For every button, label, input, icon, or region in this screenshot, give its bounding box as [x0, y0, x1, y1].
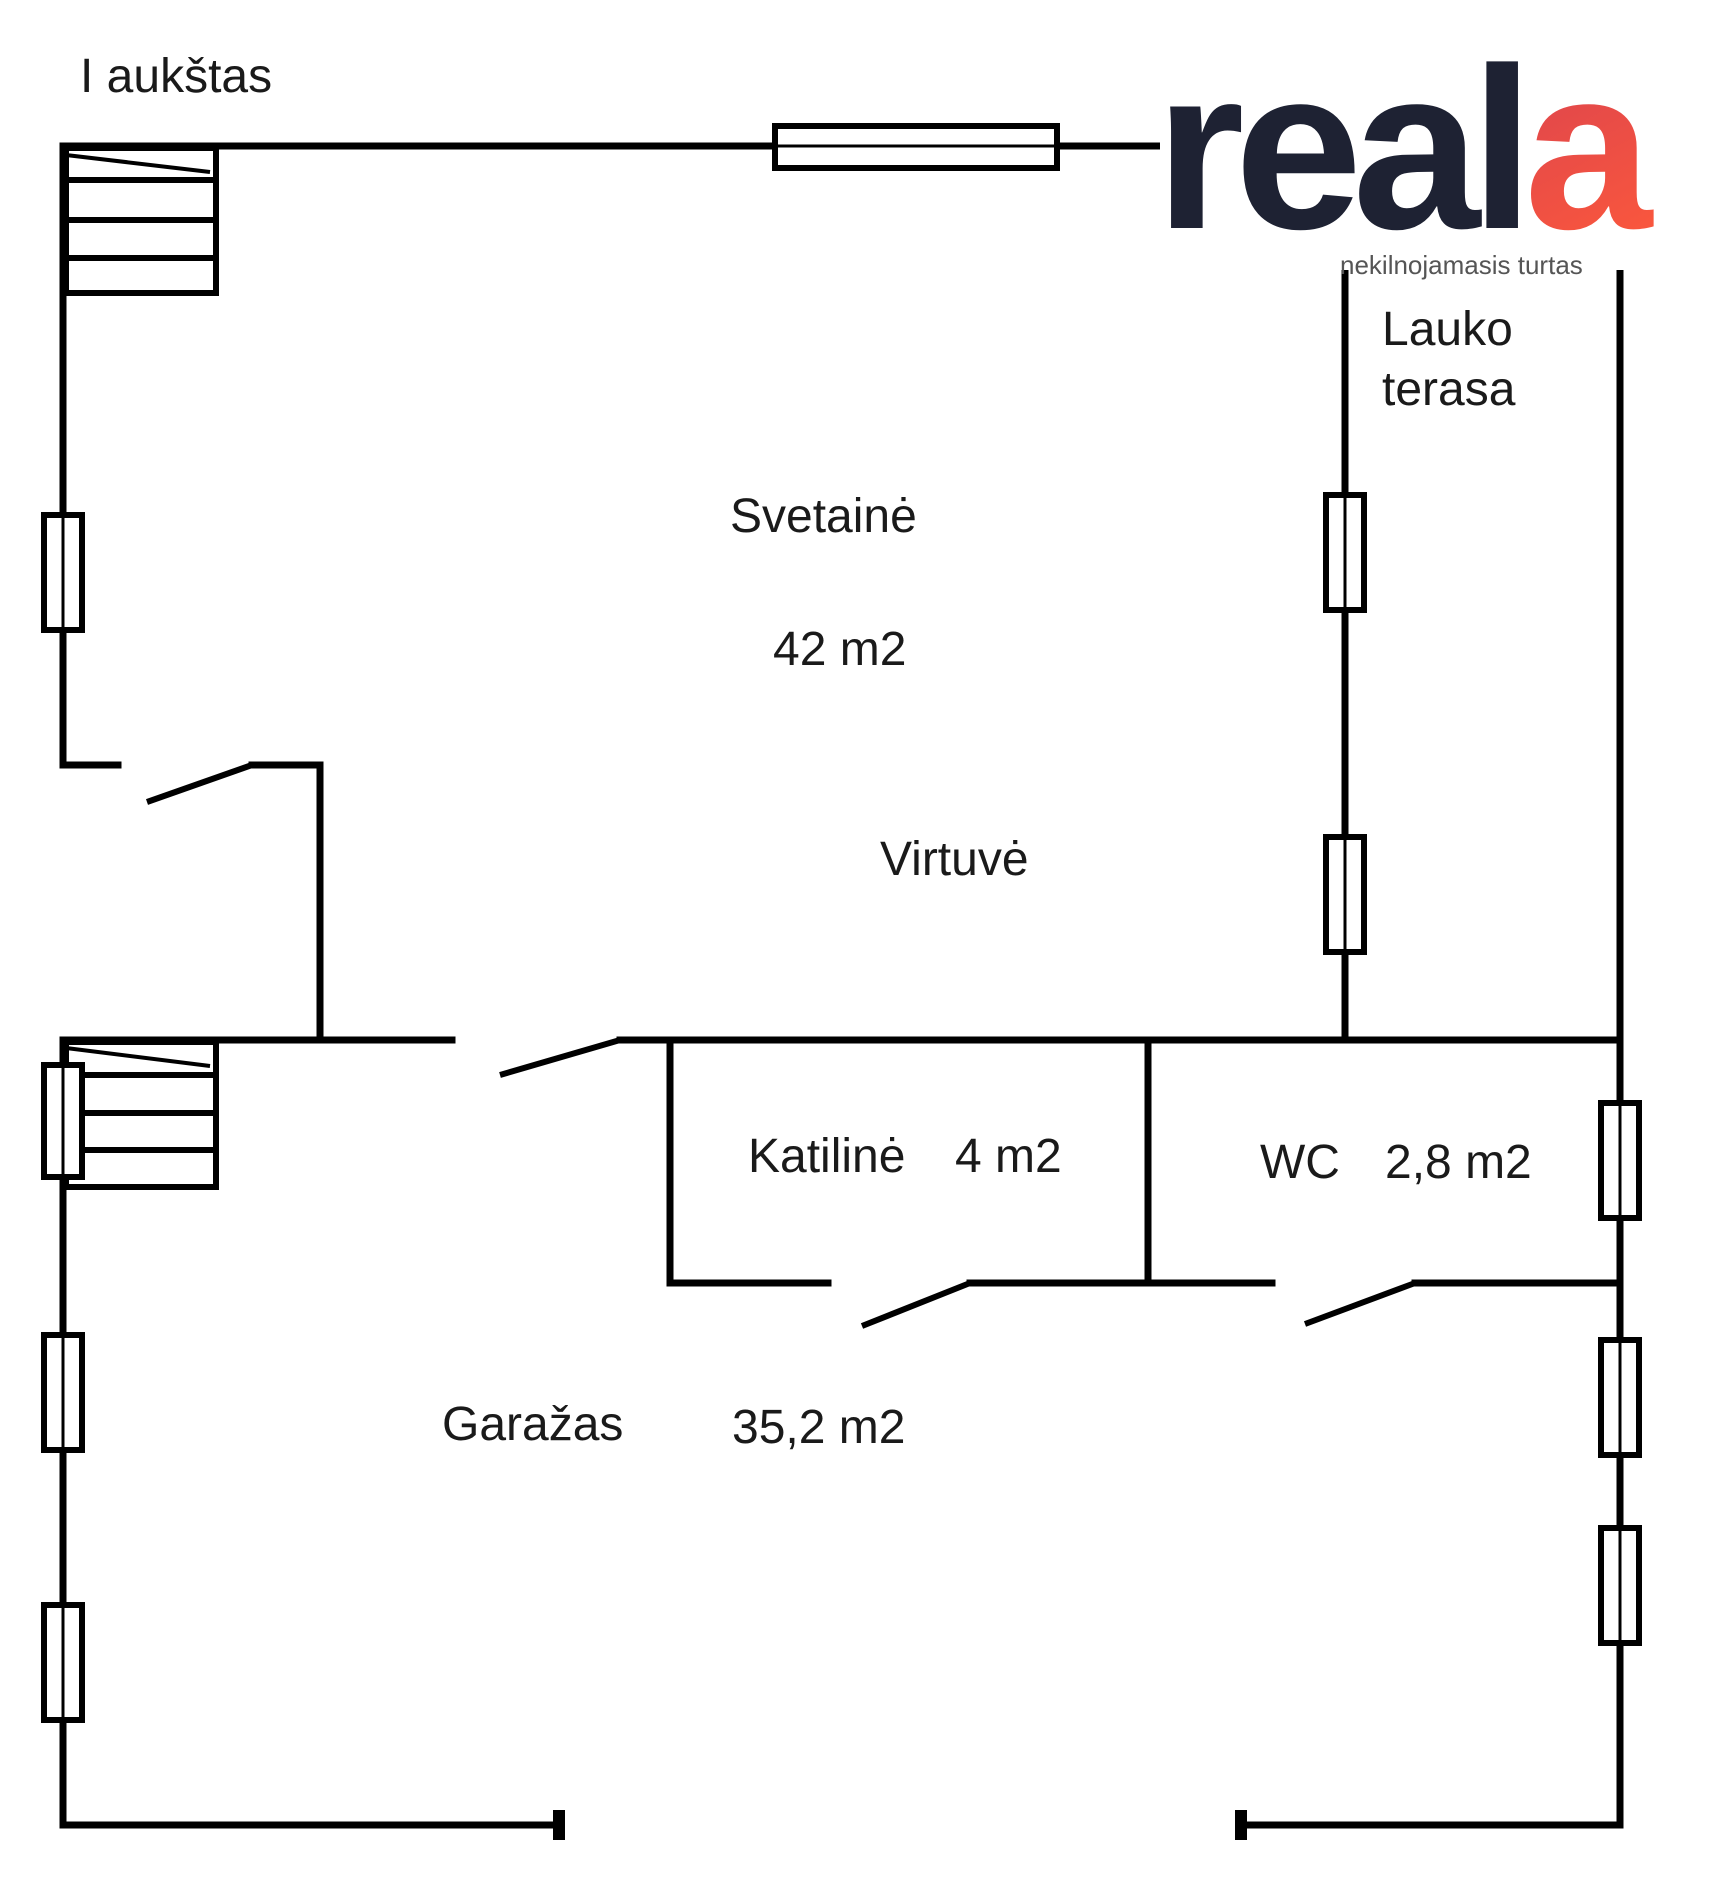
floor-title: I aukštas [80, 50, 272, 103]
stairs-upper [63, 145, 219, 296]
terrace-label-line1: Lauko [1382, 303, 1513, 356]
windows [41, 123, 1642, 1723]
wc-area: 2,8 m2 [1385, 1136, 1532, 1189]
boiler-room-name: Katilinė [748, 1130, 905, 1183]
terrace-label-line2: terasa [1382, 363, 1516, 416]
logo-tagline: nekilnojamasis turtas [1340, 250, 1583, 280]
living-room-area: 42 m2 [773, 623, 906, 676]
stairs-lower [63, 1039, 219, 1190]
garage-area: 35,2 m2 [732, 1401, 905, 1454]
wc-name: WC [1260, 1136, 1340, 1189]
logo-word: reala [1155, 20, 1654, 277]
reala-logo: reala nekilnojamasis turtas [1155, 20, 1664, 280]
garage-name: Garažas [442, 1398, 623, 1451]
living-room-name: Svetainė [730, 490, 917, 543]
kitchen-name: Virtuvė [880, 833, 1029, 886]
boiler-room-area: 4 m2 [955, 1130, 1062, 1183]
